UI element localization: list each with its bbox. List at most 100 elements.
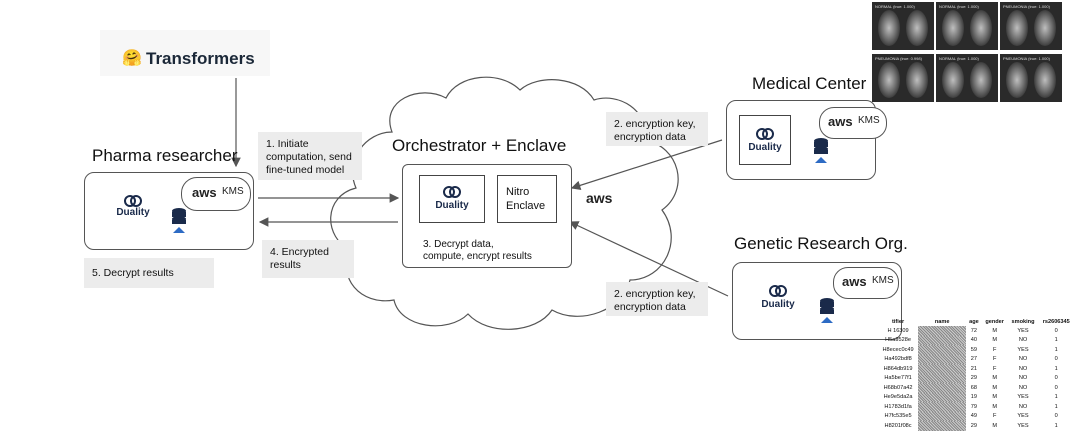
table-cell: 21 — [970, 365, 978, 372]
orchestrator-aws-label: aws — [586, 190, 613, 206]
table-cell: 1 — [1054, 346, 1058, 353]
duality-logo: Duality — [105, 195, 161, 218]
table-header-row: tifier name age gender smoking rs2606345 — [878, 318, 1074, 326]
table-cell — [918, 421, 967, 431]
orchestrator-box: Duality Nitro Enclave 3. Decrypt data, c… — [402, 164, 572, 268]
genetic-table: tifier name age gender smoking rs2606345… — [878, 318, 1074, 431]
table-cell — [918, 392, 967, 402]
aws-label: aws — [828, 114, 853, 129]
kms-label: KMS — [858, 115, 880, 126]
table-header: age — [969, 319, 979, 325]
table-cell: 72 — [970, 327, 978, 334]
table-cell: 0 — [1054, 356, 1058, 363]
table-cell — [918, 411, 967, 421]
step2-line: encryption data — [614, 131, 686, 143]
step5-text: 5. Decrypt results — [92, 267, 174, 279]
orchestrator-title: Orchestrator + Enclave — [392, 136, 567, 155]
table-cell: 1 — [1054, 337, 1058, 344]
aws-label: aws — [842, 274, 867, 289]
medical-duality-box: Duality — [739, 115, 791, 165]
table-cell: 19 — [970, 394, 978, 401]
table-cell: 0 — [1054, 413, 1058, 420]
table-row: H8201f08c 29 M YES 1 — [878, 421, 1074, 431]
table-header: name — [934, 319, 950, 325]
table-cell: 29 — [970, 422, 978, 429]
duality-icon — [756, 128, 774, 140]
table-cell: 27 — [970, 356, 978, 363]
table-cell — [918, 383, 967, 393]
step4-note: 4. Encrypted results — [262, 240, 354, 278]
step1-line: computation, send — [266, 151, 352, 163]
table-cell: YES — [1017, 422, 1029, 429]
table-cell: 1 — [1054, 422, 1058, 429]
table-cell — [918, 354, 967, 364]
table-cell: 1 — [1054, 394, 1058, 401]
duality-icon — [443, 186, 461, 198]
table-cell: NO — [1018, 365, 1028, 372]
table-cell — [918, 402, 967, 412]
nitro-line: Nitro — [506, 186, 530, 198]
table-cell: H8ecec0c49 — [882, 346, 914, 353]
duality-label: Duality — [748, 142, 782, 153]
duality-label: Duality — [116, 207, 150, 218]
transformers-header: 🤗 Transformers — [100, 30, 270, 76]
table-cell: M — [992, 384, 997, 391]
aws-kms-cloud: aws KMS — [819, 107, 887, 139]
table-cell: YES — [1017, 346, 1029, 353]
medical-box: Duality aws KMS — [726, 100, 887, 180]
arrow-medical — [570, 139, 723, 191]
table-cell: H5a9528e — [885, 337, 911, 344]
xray-label: NORMAL (true: 1.000) — [875, 4, 915, 9]
step2-line: 2. encryption key, — [614, 118, 696, 130]
step4-line: 4. Encrypted — [270, 246, 329, 258]
hugging-face-icon: 🤗 — [122, 50, 142, 67]
nitro-line: Enclave — [506, 200, 546, 212]
xray-label: NORMAL (true: 1.000) — [939, 4, 979, 9]
table-cell: NO — [1018, 375, 1028, 382]
table-cell: 68 — [970, 384, 978, 391]
genetic-box: Duality aws KMS — [732, 262, 902, 340]
table-header: gender — [985, 319, 1004, 325]
xray-grid: NORMAL (true: 1.000) NORMAL (true: 1.000… — [872, 2, 1068, 104]
table-cell: M — [992, 422, 997, 429]
aws-kms-cloud: aws KMS — [833, 267, 899, 299]
table-cell: NO — [1018, 403, 1028, 410]
xray-image: PNEUMONIA (true: 1.000) — [1000, 2, 1062, 50]
step1-note: 1. Initiate computation, send fine-tuned… — [258, 132, 362, 180]
database-icon — [171, 207, 187, 233]
xray-image: PNEUMONIA (true: 1.000) — [1000, 54, 1062, 102]
pharma-title: Pharma researcher — [92, 146, 238, 165]
table-cell: H7fc535e5 — [884, 413, 912, 420]
table-header: smoking — [1011, 319, 1035, 325]
database-icon — [819, 297, 835, 323]
table-cell: Ha492bdf8 — [884, 356, 912, 363]
table-cell: 0 — [1054, 327, 1058, 334]
table-cell: NO — [1018, 384, 1028, 391]
table-cell: 1 — [1054, 403, 1058, 410]
kms-label: KMS — [872, 275, 894, 286]
step2-line: encryption data — [614, 301, 686, 313]
table-cell: H8201f08c — [884, 422, 912, 429]
table-cell — [918, 364, 967, 374]
table-cell: 1 — [1054, 365, 1058, 372]
table-header: tifier — [892, 319, 905, 325]
table-cell: F — [992, 356, 997, 363]
step3-line: 3. Decrypt data, — [423, 239, 494, 250]
xray-image: PNEUMONIA (true: 0.998) — [872, 54, 934, 102]
table-cell — [918, 335, 967, 345]
pharma-box: Duality aws KMS — [84, 172, 254, 250]
table-cell: M — [992, 403, 997, 410]
database-icon — [813, 137, 829, 163]
medical-step2-note: 2. encryption key, encryption data — [606, 112, 708, 146]
duality-icon — [769, 285, 787, 297]
table-cell: 0 — [1054, 375, 1058, 382]
orchestrator-duality-box: Duality — [419, 175, 485, 223]
